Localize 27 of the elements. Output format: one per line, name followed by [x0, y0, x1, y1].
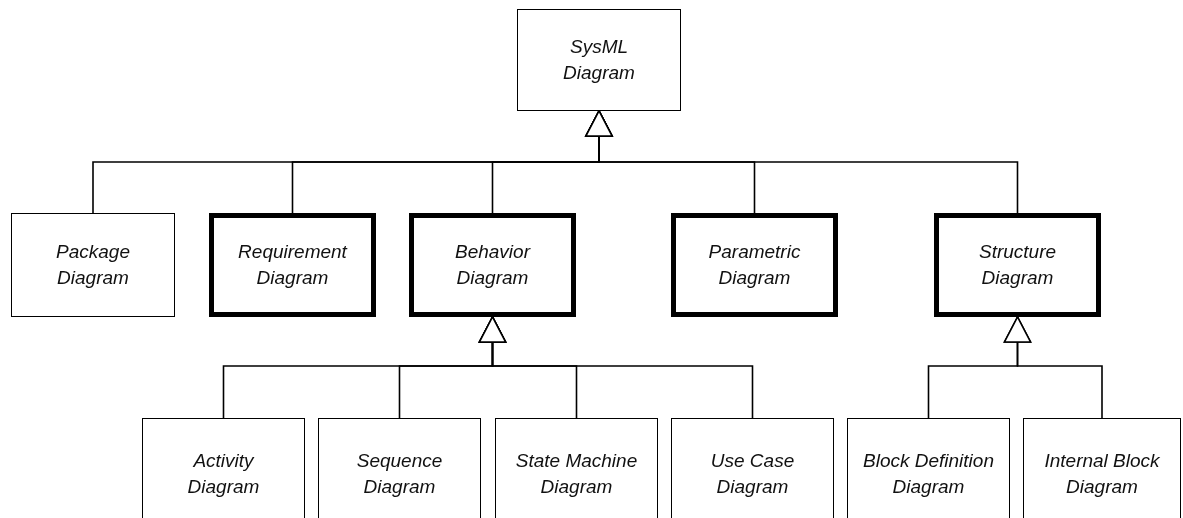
diagram-type-box — [1023, 418, 1181, 518]
diagram-type-box — [11, 213, 175, 317]
inheritance-arrow — [585, 110, 1019, 214]
diagram-type-box — [671, 418, 834, 518]
box-label: Activity Diagram — [186, 449, 261, 499]
diagram-type-box — [934, 213, 1101, 317]
diagram-type-box — [409, 213, 576, 317]
box-label: Structure Diagram — [977, 240, 1058, 290]
diagram-type-box — [495, 418, 658, 518]
inheritance-arrow — [1003, 316, 1103, 419]
diagram-type-box — [847, 418, 1010, 518]
diagram-type-box — [318, 418, 481, 518]
box-label: Sequence Diagram — [355, 449, 444, 499]
box-label: State Machine Diagram — [514, 449, 639, 499]
diagram-type-box — [517, 9, 681, 111]
diagram-type-box — [142, 418, 305, 518]
inheritance-arrow — [478, 316, 754, 419]
box-label: Use Case Diagram — [709, 449, 796, 499]
box-label: Requirement Diagram — [237, 240, 349, 290]
box-label: Internal Block Diagram — [1043, 449, 1161, 499]
diagram-type-box — [671, 213, 838, 317]
box-label: Parametric Diagram — [707, 240, 802, 290]
box-label: Block Definition Diagram — [862, 449, 995, 499]
box-label: SysML Diagram — [562, 35, 636, 85]
box-label: Behavior Diagram — [454, 240, 532, 290]
diagram-type-box — [209, 213, 376, 317]
box-label: Package Diagram — [55, 240, 131, 290]
